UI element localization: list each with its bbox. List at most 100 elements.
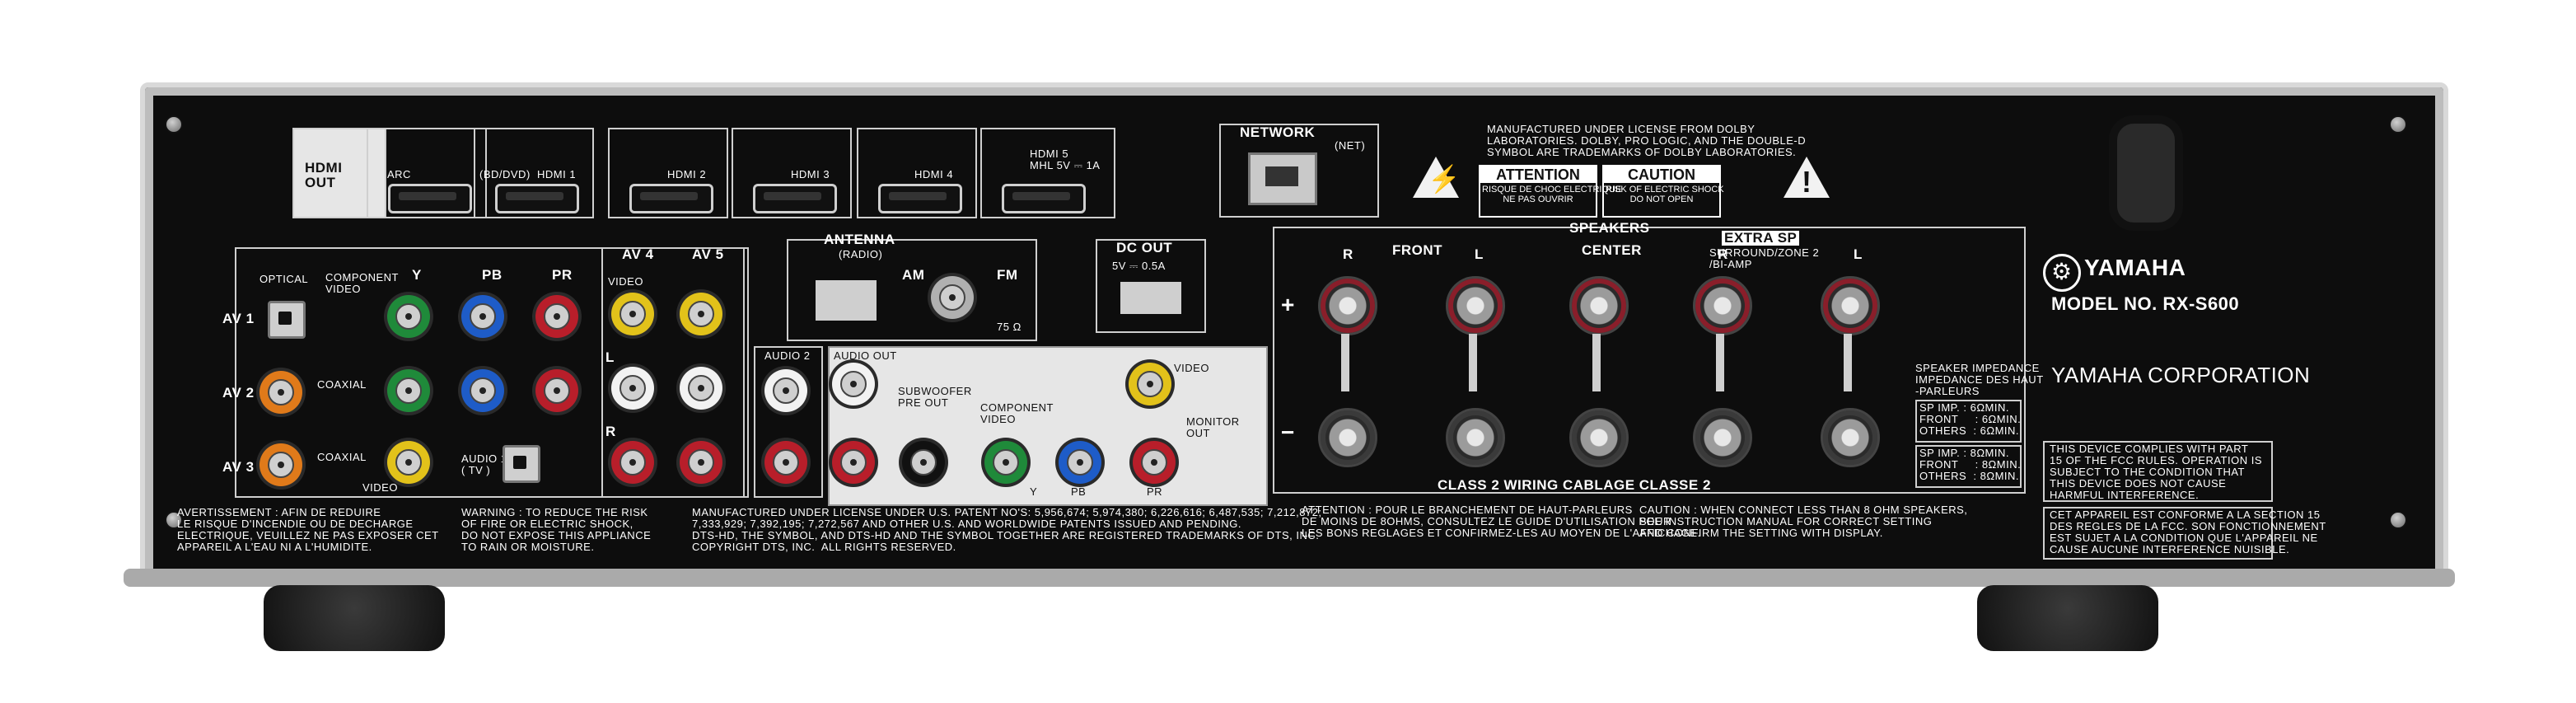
optical-label: OPTICAL bbox=[259, 273, 309, 285]
screw bbox=[165, 115, 183, 134]
avertissement-text: AVERTISSEMENT : AFIN DE REDUIRE LE RISQU… bbox=[177, 506, 439, 553]
hdmi-port[interactable] bbox=[495, 184, 579, 213]
hdmi-input-2[interactable] bbox=[608, 128, 728, 218]
ethernet-port[interactable] bbox=[1248, 152, 1317, 205]
audio-out-left-jack[interactable] bbox=[832, 363, 875, 405]
hdmi-port[interactable] bbox=[388, 184, 472, 213]
pr-label: PR bbox=[552, 267, 573, 283]
audio2-right-jack[interactable] bbox=[764, 441, 807, 484]
component-out-pb-jack[interactable] bbox=[1059, 441, 1101, 484]
speakers-section bbox=[1273, 227, 2026, 494]
av2-coaxial-jack[interactable] bbox=[259, 371, 302, 414]
caution-label: CAUTION RISK OF ELECTRIC SHOCK DO NOT OP… bbox=[1602, 165, 1724, 218]
av3-video-jack[interactable] bbox=[387, 441, 430, 484]
terminal-stem bbox=[1844, 334, 1852, 391]
hdmi-out-label: HDMI OUT bbox=[305, 160, 343, 190]
av5-audio-left-jack[interactable] bbox=[680, 367, 722, 410]
hdmi-input-1[interactable] bbox=[474, 128, 594, 218]
extra-right-plus-terminal[interactable] bbox=[1693, 276, 1752, 335]
dc-out-label: DC OUT bbox=[1116, 240, 1173, 255]
usb-dc-out-port[interactable] bbox=[1120, 282, 1181, 314]
audio2-left-jack[interactable] bbox=[764, 369, 807, 412]
antenna-section bbox=[787, 239, 1037, 341]
hdmi-port[interactable] bbox=[753, 184, 837, 213]
impedance-6ohm-box bbox=[1915, 400, 2022, 443]
hdmi-input-4-label: HDMI 4 bbox=[914, 168, 954, 180]
audio-out-right-jack[interactable] bbox=[832, 441, 875, 484]
warning-text: WARNING : TO REDUCE THE RISK OF FIRE OR … bbox=[461, 506, 652, 553]
av1-component-pb-jack[interactable] bbox=[461, 295, 504, 338]
av5-video-jack[interactable] bbox=[680, 293, 722, 335]
dts-license-text: MANUFACTURED UNDER LICENSE UNDER U.S. PA… bbox=[692, 506, 1322, 553]
terminal-stem bbox=[1341, 334, 1349, 391]
component-out-pr-jack[interactable] bbox=[1133, 441, 1176, 484]
audio2-label: AUDIO 2 bbox=[764, 349, 811, 362]
model-number: MODEL NO. RX-S600 bbox=[2051, 293, 2240, 314]
av4-audio-left-jack[interactable] bbox=[611, 367, 654, 410]
center-minus-terminal[interactable] bbox=[1569, 408, 1629, 467]
av1-label: AV 1 bbox=[222, 311, 255, 326]
dolby-license-text: MANUFACTURED UNDER LICENSE FROM DOLBY LA… bbox=[1487, 123, 1807, 158]
component-out-y-jack[interactable] bbox=[984, 441, 1027, 484]
plus-marker: + bbox=[1281, 292, 1295, 317]
hdmi-port[interactable] bbox=[878, 184, 962, 213]
hdmi-out-connector[interactable] bbox=[367, 128, 487, 218]
front-left-minus-terminal[interactable] bbox=[1446, 408, 1505, 467]
extra-left-plus-terminal[interactable] bbox=[1821, 276, 1880, 335]
monitor-out-label: MONITOR OUT bbox=[1186, 415, 1240, 439]
terminal-stem bbox=[1592, 334, 1601, 391]
power-cable bbox=[2109, 115, 2183, 231]
video-label-av3: VIDEO bbox=[362, 481, 398, 494]
front-left-plus-terminal[interactable] bbox=[1446, 276, 1505, 335]
hdmi-input-4[interactable] bbox=[857, 128, 977, 218]
component-y-label: Y bbox=[1030, 485, 1038, 498]
caution-bottom-text: CAUTION : WHEN CONNECT LESS THAN 8 OHM S… bbox=[1639, 504, 1968, 539]
am-antenna-terminal[interactable] bbox=[816, 280, 877, 321]
caution-header: CAUTION bbox=[1604, 166, 1719, 183]
av4-video-jack[interactable] bbox=[611, 293, 654, 335]
extra-left-minus-terminal[interactable] bbox=[1821, 408, 1880, 467]
hdmi-port[interactable] bbox=[629, 184, 713, 213]
screw bbox=[165, 511, 183, 529]
subwoofer-pre-out-jack[interactable] bbox=[902, 441, 945, 484]
optical-input[interactable] bbox=[268, 301, 306, 339]
av5-audio-right-jack[interactable] bbox=[680, 441, 722, 484]
left-channel-label: L bbox=[605, 349, 615, 365]
av2-component-y-jack[interactable] bbox=[387, 369, 430, 412]
output-white-panel bbox=[828, 346, 1268, 506]
class2-wiring-label: CLASS 2 WIRING CABLAGE CLASSE 2 bbox=[1438, 477, 1711, 493]
right-foot bbox=[1977, 585, 2158, 651]
av2-component-pr-jack[interactable] bbox=[535, 369, 578, 412]
yamaha-tuning-fork-logo bbox=[2043, 254, 2081, 292]
y-label: Y bbox=[412, 267, 422, 283]
caution-body: RISK OF ELECTRIC SHOCK DO NOT OPEN bbox=[1606, 185, 1724, 204]
hdmi-input-1-label: (BD/DVD) HDMI 1 bbox=[479, 168, 577, 180]
component-pr-label: PR bbox=[1147, 485, 1163, 498]
audio1-optical-input[interactable] bbox=[503, 445, 540, 483]
monitor-video-out-jack[interactable] bbox=[1129, 363, 1171, 405]
hdmi-port[interactable] bbox=[1002, 184, 1086, 213]
av3-label: AV 3 bbox=[222, 459, 255, 475]
extra-right-minus-terminal[interactable] bbox=[1693, 408, 1752, 467]
attention-body: RISQUE DE CHOC ELECTRIQUE NE PAS OUVRIR bbox=[1482, 185, 1622, 204]
av1-component-y-jack[interactable] bbox=[387, 295, 430, 338]
hdmi-input-3[interactable] bbox=[732, 128, 852, 218]
front-right-plus-terminal[interactable] bbox=[1318, 276, 1377, 335]
right-channel-label: R bbox=[605, 424, 616, 439]
front-right-minus-terminal[interactable] bbox=[1318, 408, 1377, 467]
hdmi-input-5[interactable] bbox=[980, 128, 1115, 218]
av2-component-pb-jack[interactable] bbox=[461, 369, 504, 412]
dc-out-spec: 5V ⎓ 0.5A bbox=[1112, 260, 1166, 272]
extra-sp-label: EXTRA SP bbox=[1722, 231, 1800, 246]
av1-component-pr-jack[interactable] bbox=[535, 295, 578, 338]
impedance-8ohm-text: SP IMP. : 8ΩMIN. FRONT : 8ΩMIN. OTHERS :… bbox=[1919, 447, 2022, 482]
av3-coaxial-jack[interactable] bbox=[259, 443, 302, 486]
fm-antenna-jack[interactable] bbox=[931, 276, 974, 319]
hdmi-input-3-label: HDMI 3 bbox=[791, 168, 830, 180]
monitor-video-label: VIDEO bbox=[1174, 362, 1209, 374]
av4-audio-right-jack[interactable] bbox=[611, 441, 654, 484]
center-plus-terminal[interactable] bbox=[1569, 276, 1629, 335]
arc-label: ARC bbox=[387, 168, 411, 180]
electric-shock-warning-icon bbox=[1413, 157, 1461, 198]
pb-label: PB bbox=[482, 267, 503, 283]
